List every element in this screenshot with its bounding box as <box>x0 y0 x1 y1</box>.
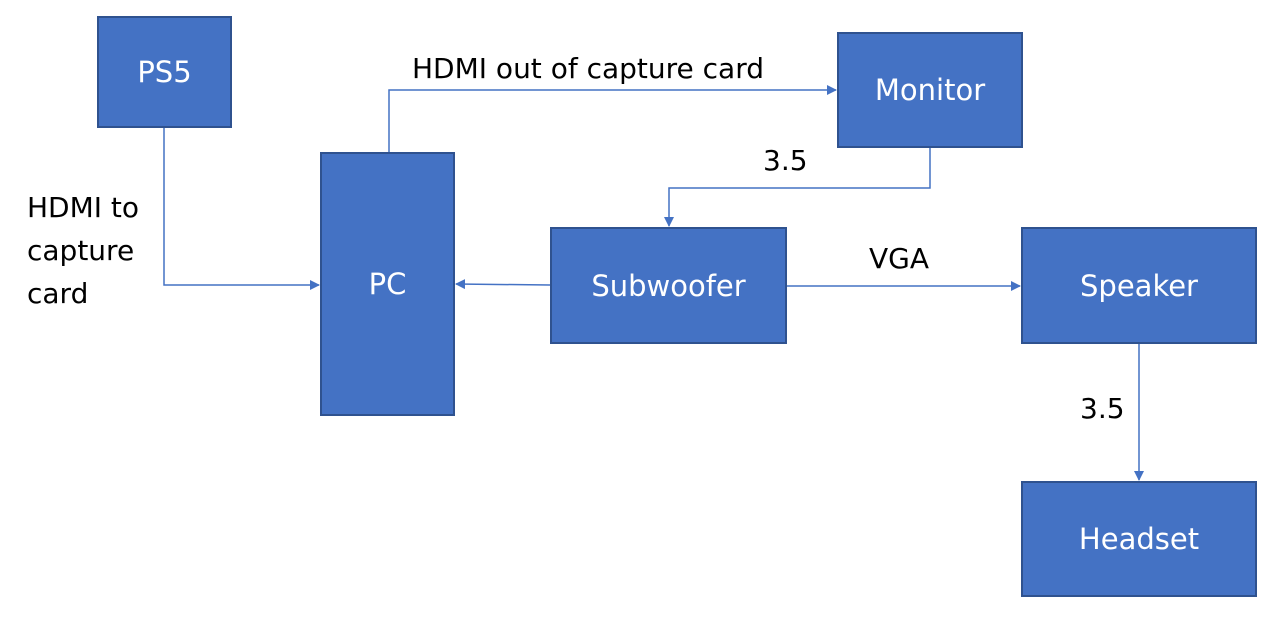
node-speaker: Speaker <box>1021 227 1257 344</box>
node-speaker-label: Speaker <box>1080 268 1198 303</box>
edge-label-subwoofer-to-speaker: VGA <box>869 242 930 275</box>
node-ps5-label: PS5 <box>137 55 192 89</box>
connector-pc-to-monitor <box>388 85 837 152</box>
node-headset-label: Headset <box>1078 522 1200 556</box>
edge-label-pc-to-monitor: HDMI out of capture card <box>412 52 764 85</box>
node-monitor-label: Monitor <box>874 73 986 107</box>
edge-label-monitor-to-subwoofer: 3.5 <box>763 144 808 177</box>
node-headset: Headset <box>1021 481 1257 597</box>
node-ps5: PS5 <box>97 16 232 128</box>
edge-label-ps5-to-pc: HDMI to capture card <box>27 191 140 310</box>
node-subwoofer: Subwoofer <box>550 227 787 344</box>
node-pc: PC <box>320 152 455 416</box>
connector-ps5-to-pc <box>163 128 320 290</box>
node-subwoofer-label: Subwoofer <box>591 268 746 303</box>
node-pc-label: PC <box>368 267 407 301</box>
connector-monitor-to-subwoofer <box>664 148 931 227</box>
edge-label-speaker-to-headset: 3.5 <box>1080 392 1125 425</box>
connector-subwoofer-to-pc <box>455 279 551 290</box>
node-monitor: Monitor <box>837 32 1023 148</box>
